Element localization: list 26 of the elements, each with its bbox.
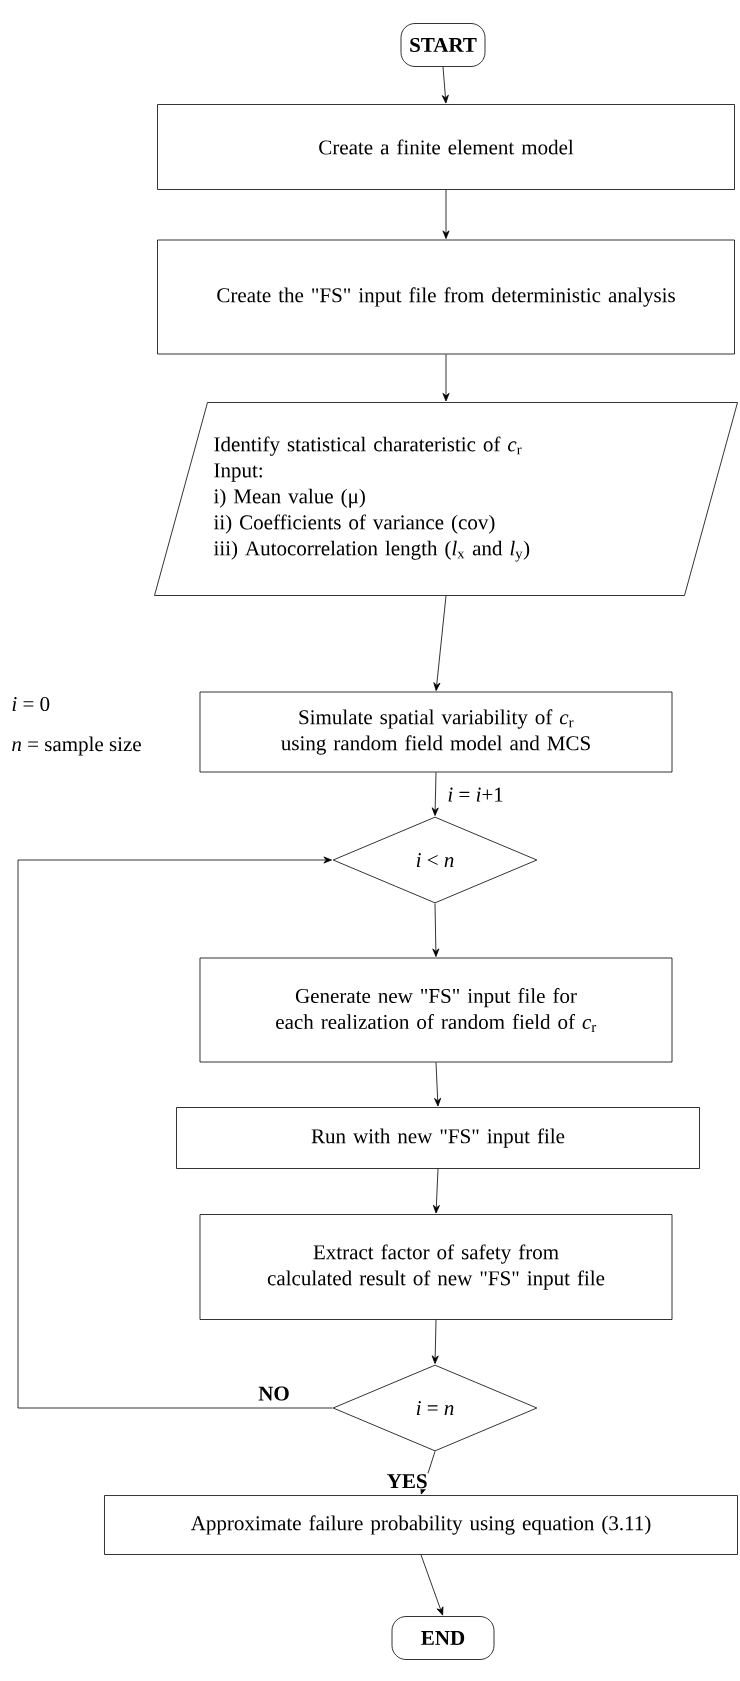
arrow xyxy=(431,772,439,816)
process-box: Extract factor of safety from calculated result of new "FS" input file xyxy=(199,1214,673,1320)
process-box: Create a finite element model xyxy=(157,104,735,190)
edge-label: NO xyxy=(257,1385,291,1402)
arrow xyxy=(434,1062,442,1107)
side-note: i = 0 xyxy=(12,696,50,712)
arrow xyxy=(442,189,450,239)
edge-label: YES xyxy=(385,1473,429,1490)
edge-label: i = i+1 xyxy=(446,786,505,803)
arrow xyxy=(432,1168,440,1214)
arrow xyxy=(433,595,447,691)
input-parallelogram: Identify statistical charateristic of c$_{r}$ Input: i) Mean value (μ) ii) Coefficients of variance (cov) iii) Autocorrelation length (l$_{x}$ and l$_{y}$) xyxy=(154,402,738,596)
process-box: Approximate failure probability using equation (3.11) xyxy=(104,1495,738,1555)
terminal-box: END xyxy=(391,1616,495,1660)
arrow xyxy=(442,354,450,402)
side-note: n = sample size xyxy=(12,736,141,756)
arrow xyxy=(17,856,333,1409)
arrow xyxy=(420,1554,444,1616)
arrow xyxy=(441,66,449,104)
process-box: Generate new "FS" input file for each realization of random field of c$_{r}$ xyxy=(199,957,673,1063)
arrow xyxy=(431,1319,439,1364)
terminal-box: START xyxy=(400,23,486,67)
process-box: Simulate spatial variability of c$_{r}$ using random field model and MCS xyxy=(199,691,673,773)
process-box: Create the "FS" input file from deterministic analysis xyxy=(157,239,735,355)
process-box: Run with new "FS" input file xyxy=(176,1107,700,1169)
arrow xyxy=(432,903,440,957)
